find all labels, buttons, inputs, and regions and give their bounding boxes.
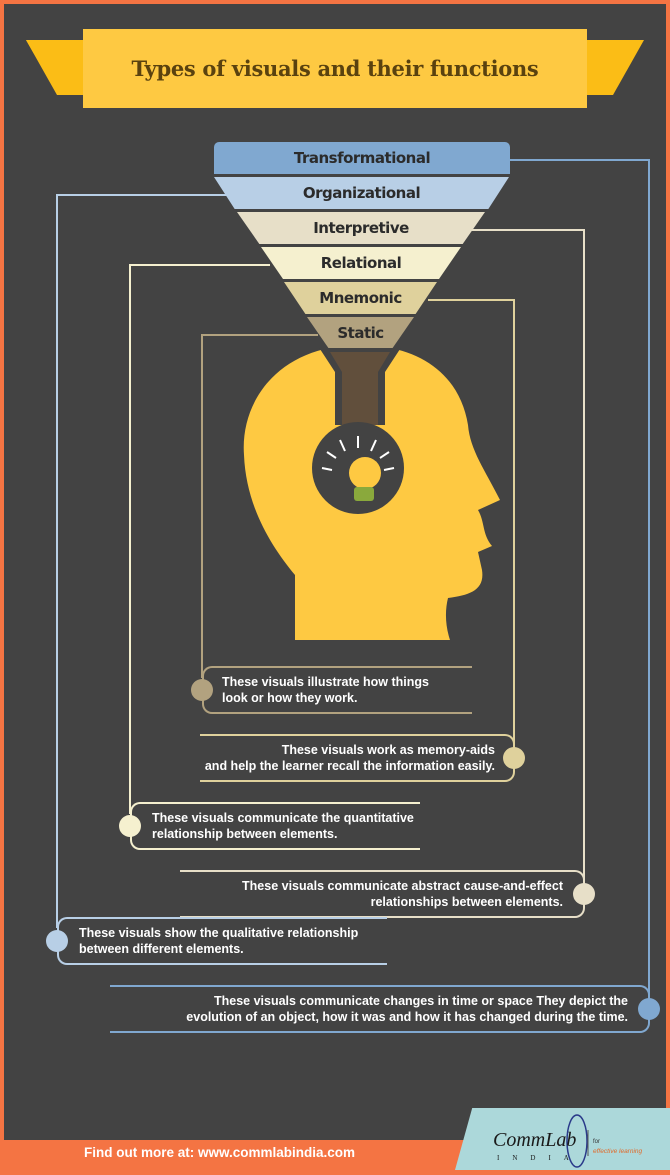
page-title: Types of visuals and their functions	[131, 56, 539, 81]
layer-organizational: Organizational	[214, 177, 509, 209]
connector-mnemonic	[428, 299, 515, 746]
description-organizational: These visuals show the qualitative relat…	[57, 917, 387, 965]
layer-mnemonic: Mnemonic	[284, 282, 437, 314]
layer-static: Static	[307, 317, 414, 348]
description-static: These visuals illustrate how things look …	[202, 666, 472, 714]
marker-relational	[119, 815, 141, 837]
connector-interpretive	[470, 229, 585, 882]
layer-label: Mnemonic	[319, 289, 402, 307]
marker-transformational	[638, 998, 660, 1020]
connector-relational	[129, 264, 270, 814]
layer-label: Interpretive	[313, 219, 409, 237]
description-interpretive: These visuals communicate abstract cause…	[180, 870, 585, 918]
svg-text:for: for	[593, 1139, 600, 1145]
svg-text:CommLab: CommLab	[493, 1129, 576, 1151]
marker-mnemonic	[503, 747, 525, 769]
layer-label: Organizational	[302, 184, 421, 202]
light-rays	[321, 436, 395, 471]
desc-line: look or how they work.	[222, 691, 358, 705]
desc-line: These visuals show the qualitative relat…	[79, 926, 359, 940]
description-mnemonic: These visuals work as memory-aids and hel…	[200, 734, 515, 782]
description-transformational: These visuals communicate changes in tim…	[110, 985, 650, 1033]
marker-organizational	[46, 930, 68, 952]
desc-line: relationship between elements.	[152, 827, 338, 841]
connector-static	[201, 334, 318, 678]
marker-interpretive	[573, 883, 595, 905]
svg-text:INDIA: INDIA	[497, 1154, 582, 1162]
layer-label: Relational	[320, 254, 402, 272]
desc-line: These visuals work as memory-aids	[281, 743, 495, 757]
lightbulb-icon	[349, 457, 381, 489]
funnel-stem	[330, 352, 390, 425]
desc-line: These visuals illustrate how things	[222, 675, 429, 689]
desc-line: These visuals communicate changes in tim…	[213, 994, 628, 1008]
desc-line: These visuals communicate the quantitati…	[152, 811, 414, 825]
description-relational: These visuals communicate the quantitati…	[130, 802, 420, 850]
footer-link[interactable]: Find out more at: www.commlabindia.com	[84, 1145, 356, 1160]
layer-transformational: Transformational	[214, 142, 510, 174]
title-banner: Types of visuals and their functions	[83, 29, 587, 108]
commlab-logo: CommLab INDIA for effective learning	[493, 1114, 643, 1168]
layer-label: Static	[337, 323, 384, 342]
svg-text:effective learning: effective learning	[593, 1148, 643, 1155]
desc-line: and help the learner recall the informat…	[204, 759, 495, 773]
logo-area: CommLab INDIA for effective learning	[455, 1108, 670, 1170]
layer-label: Transformational	[293, 149, 431, 167]
layer-interpretive: Interpretive	[237, 212, 485, 244]
desc-line: These visuals communicate abstract cause…	[242, 879, 563, 893]
desc-line: relationships between elements.	[370, 895, 563, 909]
layer-relational: Relational	[261, 247, 461, 279]
desc-line: between different elements.	[79, 942, 244, 956]
desc-line: evolution of an object, how it was and h…	[186, 1010, 628, 1024]
connector-transformational	[510, 159, 650, 996]
connector-organizational	[56, 194, 228, 928]
marker-static	[191, 679, 213, 701]
